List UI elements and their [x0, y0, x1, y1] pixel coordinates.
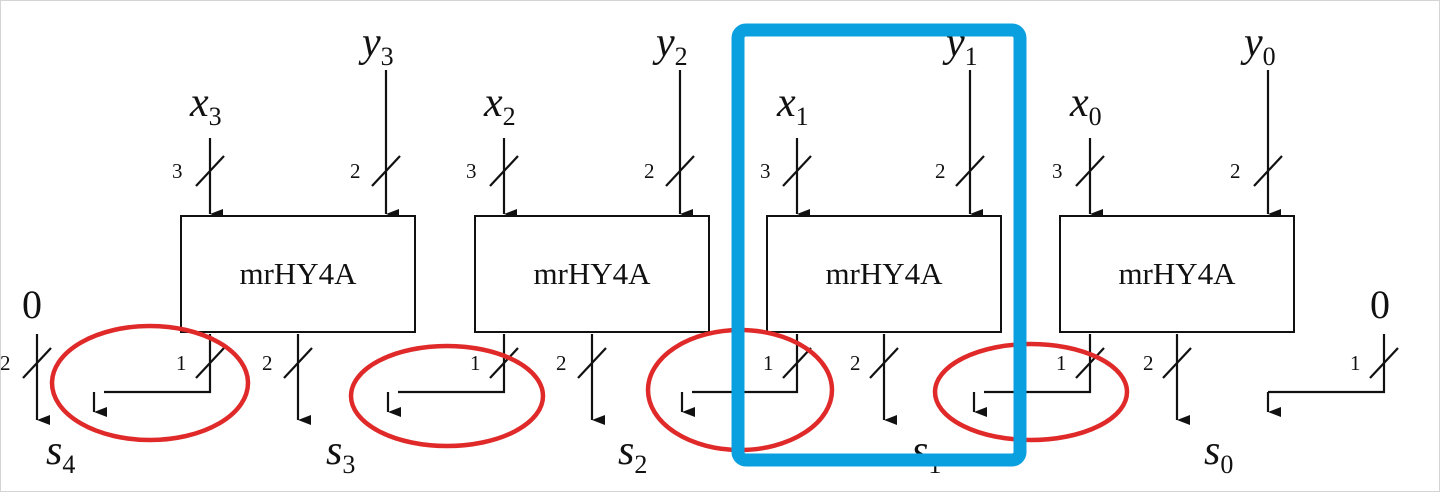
right-width-label: 1	[1350, 351, 1361, 375]
mrhy4a-block	[180, 215, 416, 333]
x3-label: x3	[189, 80, 222, 131]
sum-width-label: 2	[850, 351, 861, 375]
highlight-ellipse	[932, 341, 1130, 443]
block-3: 3 x3 2 y3 mrHY4A 1 2 s3	[92, 20, 416, 479]
left-constant: 0 2 s4	[0, 282, 75, 479]
x1-width-label: 3	[760, 159, 771, 183]
block-label: mrHY4A	[825, 256, 943, 291]
mrhy4a-block	[766, 215, 1002, 333]
carry-highlights	[49, 323, 1130, 453]
block-label: mrHY4A	[533, 256, 651, 291]
x2-label: x2	[483, 80, 516, 131]
x2-width-label: 3	[466, 159, 477, 183]
s3-label: s3	[326, 428, 355, 479]
x0-label: x0	[1069, 80, 1102, 131]
x0-width-label: 3	[1052, 159, 1063, 183]
y2-label: y2	[652, 20, 688, 71]
carry-width-label: 1	[470, 351, 481, 375]
y0-width-label: 2	[1230, 159, 1241, 183]
y3-label: y3	[358, 20, 394, 71]
left-width-label: 2	[0, 351, 11, 375]
s0-label: s0	[1204, 428, 1233, 479]
s2-label: s2	[618, 428, 647, 479]
mrhy4a-block	[1059, 215, 1295, 333]
carry-width-label: 1	[176, 351, 187, 375]
mrhy4a-block	[474, 215, 710, 333]
left-zero-label: 0	[22, 282, 42, 327]
s4-label: s4	[46, 428, 75, 479]
y2-width-label: 2	[644, 159, 655, 183]
block-0: 3 x0 2 y0 mrHY4A 1 2 s0	[972, 20, 1295, 479]
block-1: 3 x1 2 y1 mrHY4A 1 2 s1	[680, 20, 1002, 479]
highlight-ellipse	[348, 343, 546, 449]
highlight-ellipse	[49, 323, 251, 443]
sum-width-label: 2	[556, 351, 567, 375]
highlight-rectangle	[731, 23, 1027, 467]
sum-width-label: 2	[1143, 351, 1154, 375]
y0-label: y0	[1240, 20, 1276, 71]
sum-width-label: 2	[262, 351, 273, 375]
x1-label: x1	[776, 80, 809, 131]
right-constant: 0 1	[1266, 282, 1399, 417]
block-label: mrHY4A	[1118, 256, 1236, 291]
y1-width-label: 2	[935, 159, 946, 183]
carry-width-label: 1	[763, 351, 774, 375]
right-zero-label: 0	[1370, 282, 1390, 327]
block-label: mrHY4A	[239, 256, 357, 291]
x3-width-label: 3	[172, 159, 183, 183]
y3-width-label: 2	[350, 159, 361, 183]
block-2: 3 x2 2 y2 mrHY4A 1 2 s2	[386, 20, 710, 479]
carry-width-label: 1	[1056, 351, 1067, 375]
